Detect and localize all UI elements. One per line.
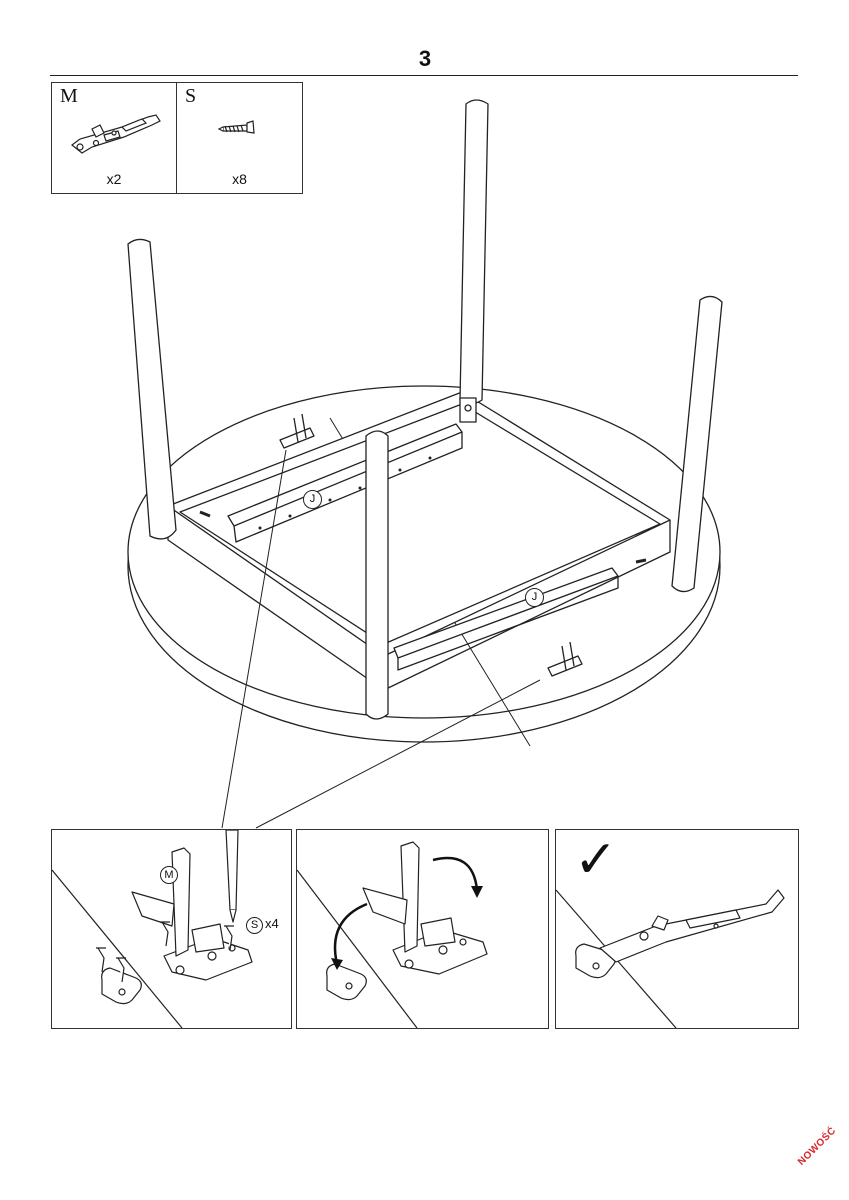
step-number: 3 <box>418 46 432 71</box>
screw-quantity: x4 <box>265 916 279 931</box>
latch-closed-illustration <box>556 889 785 1028</box>
latch-icon <box>71 114 161 154</box>
header-rule <box>50 75 798 76</box>
latch-screw-illustration <box>52 830 253 1028</box>
part-code: M <box>60 85 78 107</box>
detail-panel-close-latch <box>296 829 549 1029</box>
part-code: S <box>185 85 197 107</box>
screw-icon <box>217 120 255 134</box>
latch-closing-illustration <box>297 841 488 1028</box>
rail-label: J <box>525 588 544 607</box>
parts-box: M x2 S x8 <box>51 82 303 194</box>
part-cell-m: M x2 <box>52 83 177 193</box>
screw-code: S <box>246 917 263 934</box>
part-quantity: x2 <box>106 171 122 187</box>
part-m-label: M <box>160 866 178 884</box>
detail-panel-latch-closed: ✓ <box>555 829 799 1029</box>
part-cell-s: S x8 <box>177 83 302 193</box>
rail-label: J <box>303 490 322 509</box>
check-mark-icon: ✓ <box>574 830 618 890</box>
part-quantity: x8 <box>232 171 247 187</box>
